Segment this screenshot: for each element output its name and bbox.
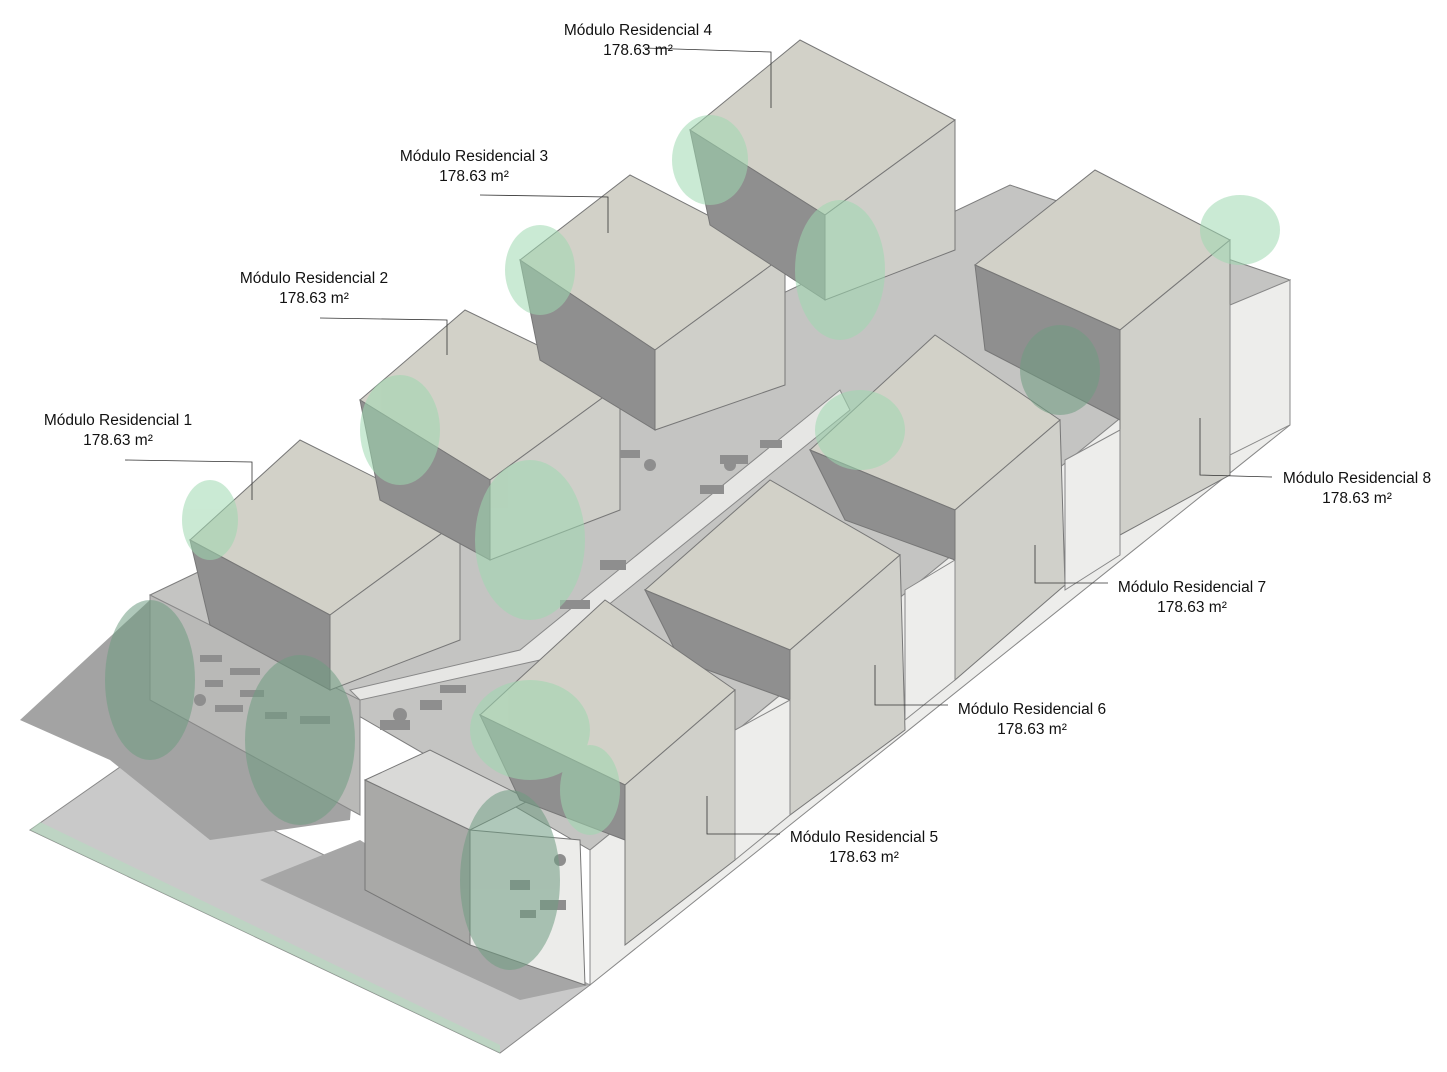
module-area: 178.63 m² bbox=[829, 849, 899, 866]
module-area: 178.63 m² bbox=[603, 42, 673, 59]
module-name: Módulo Residencial 6 bbox=[957, 701, 1107, 718]
tree-canopy bbox=[1200, 195, 1280, 265]
leader-lines bbox=[124, 47, 1273, 835]
tree-canopy bbox=[360, 375, 440, 485]
module-1-volume bbox=[189, 439, 461, 691]
tree-canopy bbox=[105, 600, 195, 760]
leader-line-6 bbox=[874, 665, 948, 706]
leader-line-4 bbox=[643, 47, 772, 108]
module-label-8: Módulo Residencial 8 178.63 m² bbox=[1269, 469, 1445, 509]
module-name: Módulo Residencial 4 bbox=[563, 22, 713, 39]
tree-canopy bbox=[795, 200, 885, 340]
module-label-1: Módulo Residencial 1 178.63 m² bbox=[30, 411, 206, 451]
module-label-6: Módulo Residencial 6 178.63 m² bbox=[944, 700, 1120, 740]
tree-canopy bbox=[460, 790, 560, 970]
module-label-4: Módulo Residencial 4 178.63 m² bbox=[550, 21, 726, 61]
module-area: 178.63 m² bbox=[83, 432, 153, 449]
module-7-volume bbox=[808, 334, 1121, 682]
module-name: Módulo Residencial 7 bbox=[1117, 579, 1267, 596]
module-name: Módulo Residencial 2 bbox=[239, 270, 389, 287]
module-label-5: Módulo Residencial 5 178.63 m² bbox=[776, 828, 952, 868]
leader-line-7 bbox=[1034, 545, 1108, 584]
tree-canopy bbox=[505, 225, 575, 315]
tree-canopy bbox=[475, 460, 585, 620]
leader-line-2 bbox=[319, 317, 448, 355]
module-area: 178.63 m² bbox=[279, 290, 349, 307]
module-label-3: Módulo Residencial 3 178.63 m² bbox=[386, 147, 562, 187]
module-area: 178.63 m² bbox=[439, 168, 509, 185]
leader-line-1 bbox=[124, 459, 253, 500]
street-edge bbox=[30, 822, 500, 1053]
module-name: Módulo Residencial 5 bbox=[789, 829, 939, 846]
trees bbox=[105, 115, 1280, 970]
tree-canopy bbox=[1020, 325, 1100, 415]
leader-line-3 bbox=[479, 194, 609, 233]
module-area: 178.63 m² bbox=[997, 721, 1067, 738]
tree-canopy bbox=[560, 745, 620, 835]
module-label-7: Módulo Residencial 7 178.63 m² bbox=[1104, 578, 1280, 618]
module-area: 178.63 m² bbox=[1157, 599, 1227, 616]
module-6-volume bbox=[643, 479, 956, 816]
leader-line-5 bbox=[706, 796, 780, 835]
module-label-2: Módulo Residencial 2 178.63 m² bbox=[226, 269, 402, 309]
module-name: Módulo Residencial 8 bbox=[1282, 470, 1432, 487]
tree-canopy bbox=[182, 480, 238, 560]
module-area: 178.63 m² bbox=[1322, 490, 1392, 507]
tree-canopy bbox=[245, 655, 355, 825]
leader-line-8 bbox=[1199, 418, 1273, 478]
module-name: Módulo Residencial 3 bbox=[399, 148, 549, 165]
module-name: Módulo Residencial 1 bbox=[43, 412, 193, 429]
tree-canopy bbox=[470, 680, 590, 780]
tree-canopy bbox=[815, 390, 905, 470]
tree-canopy bbox=[672, 115, 748, 205]
